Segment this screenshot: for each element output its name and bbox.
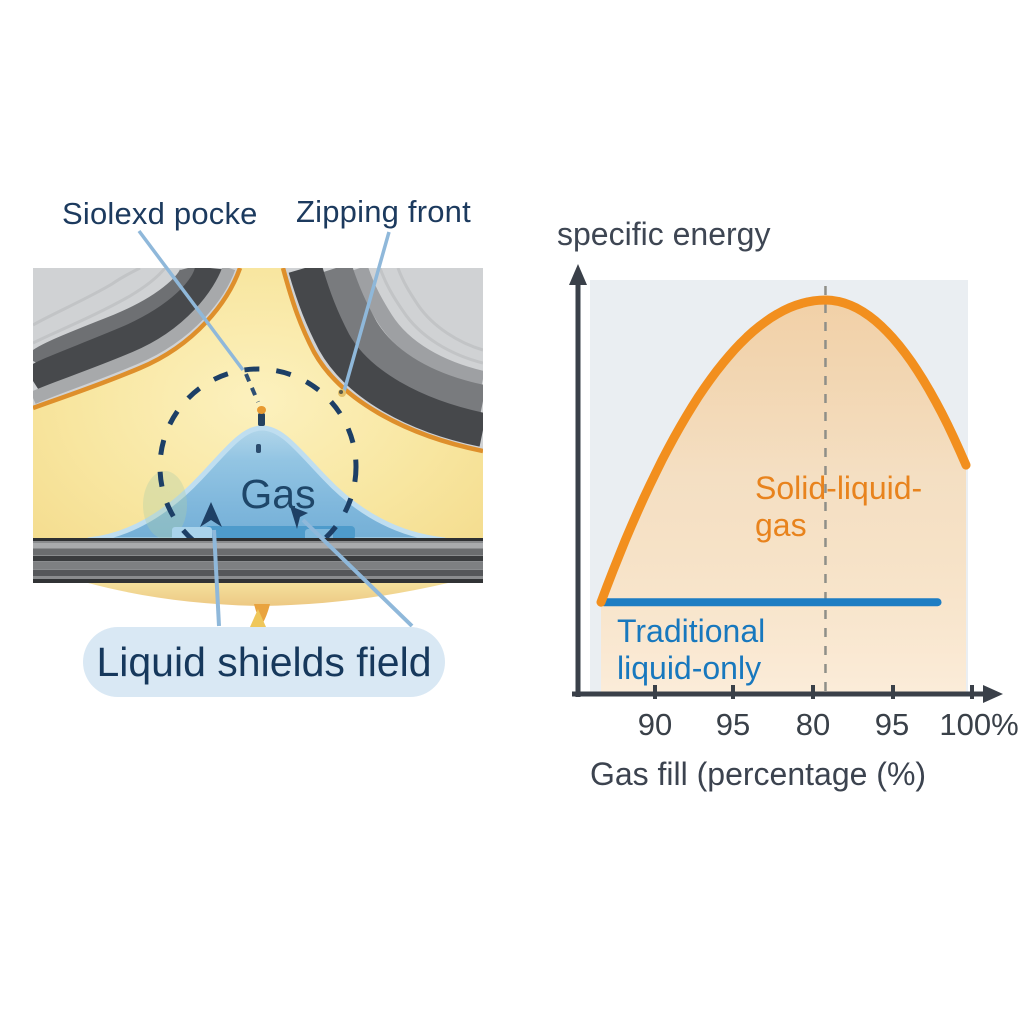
roller-left: [33, 268, 243, 411]
diagram-illustration: Gas: [33, 229, 483, 628]
axes: [572, 280, 986, 699]
series-label-solid-liquid-gas: Solid-liquid- gas: [755, 470, 923, 543]
under-plate-liquid: [88, 583, 448, 624]
shield-arrowhead-right: [290, 506, 308, 529]
pocket-marker-tip: [257, 406, 266, 414]
zipping-front-label: Zipping front: [296, 194, 471, 229]
zipping-front-line: [341, 231, 391, 396]
y-axis-arrowhead: [569, 264, 587, 285]
annotation-arrows: [137, 229, 414, 628]
x-tick-100: 100%: [939, 707, 1019, 742]
energy-chart: [569, 264, 1003, 703]
x-tick-90: 90: [637, 707, 673, 742]
yellow-arrow: [250, 609, 266, 627]
roller-right: [280, 268, 483, 454]
shield-arrow-right-line: [301, 518, 414, 628]
pocket-dashed-circle: [157, 366, 359, 568]
shield-arrowhead-left: [200, 502, 222, 527]
solid-pocket-dashed-tail: [244, 373, 260, 403]
gas-label: Gas: [240, 471, 315, 517]
x-tick-95a: 95: [715, 707, 751, 742]
curve-area-fill: [601, 300, 966, 694]
liquid-shields-label: Liquid shields field: [83, 627, 445, 697]
x-axis-label: Gas fill (percentage (%): [589, 756, 927, 792]
solid-liquid-gas-curve: [596, 295, 971, 607]
x-tick-80: 80: [795, 707, 831, 742]
solid-pocket-line: [137, 229, 245, 372]
x-tick-95b: 95: [874, 707, 910, 742]
bottom-plate: [33, 538, 483, 583]
series-label-traditional: Traditional liquid-only: [617, 613, 766, 686]
shield-arrow-left-line: [212, 529, 221, 627]
chart-title: specific energy: [557, 216, 771, 252]
solid-pocket-label: Siolexd pocke: [62, 196, 258, 231]
pocket-marker: [258, 413, 265, 426]
x-axis-arrowhead: [983, 685, 1003, 703]
